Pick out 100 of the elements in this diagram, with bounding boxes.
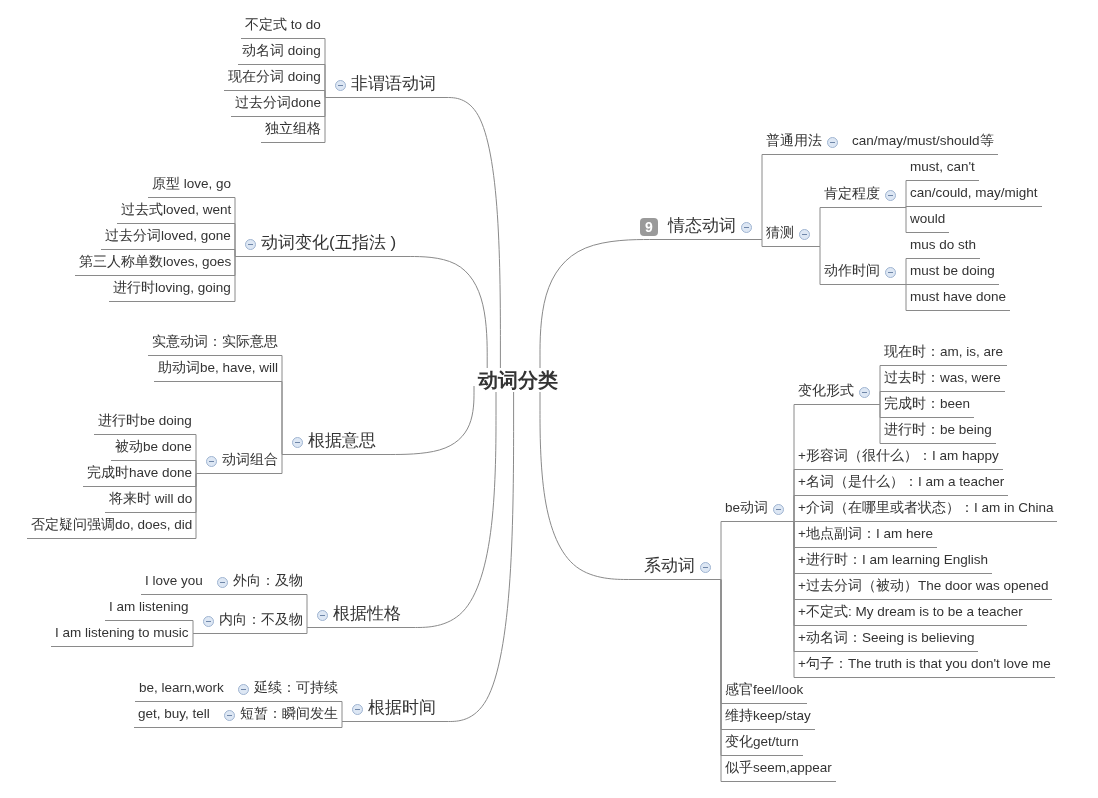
topic-label: 进行时be doing <box>98 413 192 428</box>
topic-label: 进行时：be being <box>884 422 992 437</box>
topic-branch <box>820 261 900 285</box>
topic-branch <box>117 200 236 224</box>
topic-label: must be doing <box>910 263 995 278</box>
topic-branch <box>820 184 900 208</box>
topic-label: must have done <box>910 289 1007 304</box>
topic-branch <box>794 472 1009 496</box>
topic-label: can/may/must/should等 <box>852 133 994 148</box>
topic-label: 过去分词loved, gone <box>105 228 231 243</box>
topic-label: 被动be done <box>115 439 192 454</box>
topic-label: 延续：可持续 <box>254 680 338 695</box>
topic-branch <box>213 571 307 595</box>
topic-branch <box>721 680 808 704</box>
topic-label: can/could, may/might <box>910 185 1038 200</box>
topic-branch <box>94 411 196 435</box>
topic-label: 情态动词 <box>668 216 736 235</box>
topic-label: 动名词 doing <box>242 43 321 58</box>
topic-branch <box>794 381 874 405</box>
topic-label: must, can't <box>910 159 975 174</box>
topic-label: 过去时：was, were <box>884 370 1001 385</box>
branch-line <box>195 473 203 539</box>
topic-label: +进行时：I am learning English <box>798 552 988 567</box>
topic-label: I love you <box>145 573 203 588</box>
branch-line <box>755 239 763 247</box>
topic-branch <box>148 174 236 198</box>
branch-line <box>213 727 221 728</box>
topic-label: +动名词：Seeing is believing <box>798 630 975 645</box>
topic-branch <box>762 131 842 155</box>
topic-label: 否定疑问强调do, does, did <box>31 517 193 532</box>
topic-branch <box>794 576 1053 600</box>
topic-branch <box>880 368 1005 392</box>
topic-label: 完成时have done <box>87 465 193 480</box>
topic-branch <box>261 119 325 143</box>
topic-label: 似乎seem,appear <box>725 760 832 775</box>
topic-label: 动词组合 <box>222 452 278 467</box>
topic-branch <box>794 446 1003 470</box>
topic-branch <box>241 233 401 257</box>
topic-branch <box>721 706 815 730</box>
topic-label: would <box>910 211 946 226</box>
topic-branch <box>794 498 1058 522</box>
topic-branch <box>348 698 440 722</box>
topic-branch <box>111 437 196 461</box>
topic-branch <box>794 524 937 548</box>
topic-label: +介词（在哪里或者状态）：I am in China <box>798 500 1054 515</box>
topic-label: +形容词（很什么）：I am happy <box>798 448 999 463</box>
topic-label: be动词 <box>725 500 769 515</box>
topic-branch <box>313 604 405 628</box>
topic-branch <box>231 93 326 117</box>
topic-label: I am listening <box>109 599 189 614</box>
topic-label: 内向：不及物 <box>219 612 303 627</box>
topic-label: 感官feel/look <box>725 682 804 697</box>
topic-label: I am listening to music <box>55 625 189 640</box>
topic-branch <box>148 332 282 356</box>
topic-label: 进行时loving, going <box>113 280 231 295</box>
topic-label: 动作时间 <box>824 263 880 278</box>
topic-label: 普通用法 <box>766 133 822 148</box>
branch-line <box>439 97 501 369</box>
topic-branch <box>220 704 342 728</box>
topic-branch <box>234 678 342 702</box>
topic-branch <box>109 278 235 302</box>
topic-label: 变化形式 <box>798 383 854 398</box>
topic-branch <box>880 420 996 444</box>
topic-branch <box>762 223 814 247</box>
topic-branch <box>288 431 380 455</box>
topic-branch <box>224 67 325 91</box>
topic-branch <box>75 252 236 276</box>
topic-label: +句子：The truth is that you don't love me <box>798 656 1051 671</box>
topic-label: get, buy, tell <box>138 706 210 721</box>
topic-label: 根据时间 <box>368 698 436 717</box>
topic-branch <box>154 358 283 382</box>
topic-label: 助动词be, have, will <box>158 360 279 375</box>
topic-branch <box>241 15 325 39</box>
branch-line <box>787 521 795 678</box>
topic-branch <box>199 610 307 634</box>
topic-label: 外向：及物 <box>233 573 303 588</box>
branch-line <box>404 391 497 628</box>
topic-label: 根据意思 <box>308 431 376 450</box>
topic-label: 过去式loved, went <box>121 202 232 217</box>
topic-branch <box>794 550 992 574</box>
topic-branch <box>794 628 979 652</box>
topic-label: 独立组格 <box>265 121 321 136</box>
topic-label: 短暂：瞬间发生 <box>240 706 338 721</box>
topic-label: 第三人称单数loves, goes <box>79 254 232 269</box>
topic-branch <box>880 342 1008 366</box>
branch-line <box>227 701 235 702</box>
topic-label: mus do sth <box>910 237 977 252</box>
topic-branch <box>83 463 197 487</box>
topic-branch <box>721 732 803 756</box>
topic-branch <box>101 226 235 250</box>
topic-branch <box>238 41 325 65</box>
topic-label: 实意动词：实际意思 <box>152 334 278 349</box>
topic-branch <box>880 394 975 418</box>
topic-label: 完成时：been <box>884 396 971 411</box>
topic-label: 肯定程度 <box>824 186 880 201</box>
topic-label: 变化get/turn <box>725 734 799 749</box>
topic-label: +地点副词：I am here <box>798 526 933 541</box>
topic-label: 非谓语动词 <box>351 74 436 93</box>
topic-branch <box>202 450 282 474</box>
topic-label: 过去分词done <box>235 95 322 110</box>
